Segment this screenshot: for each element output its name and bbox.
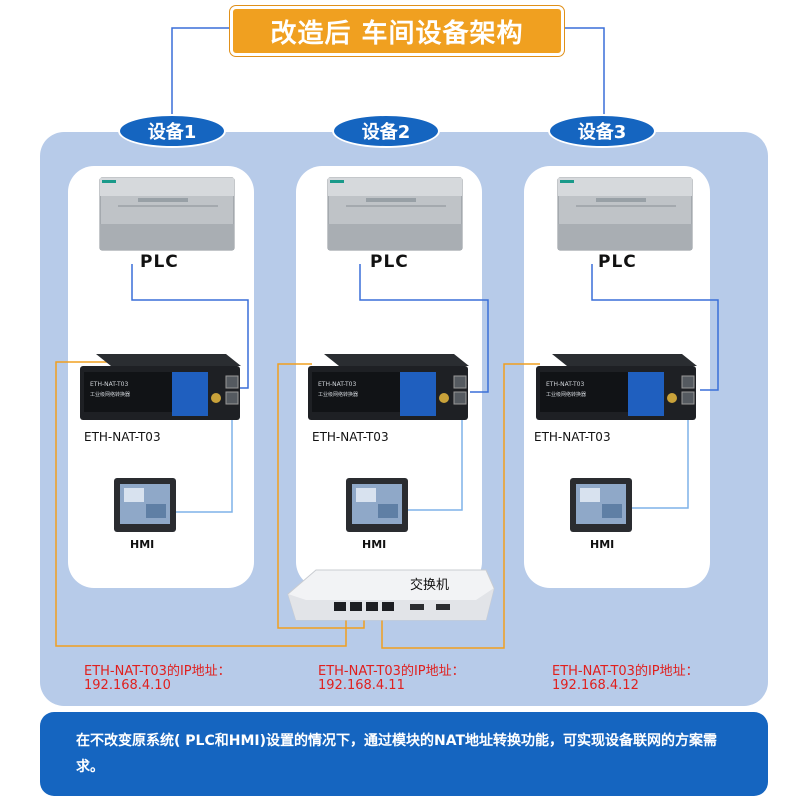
module-face-model: ETH-NAT-T03	[90, 381, 128, 388]
network-switch-image	[287, 569, 495, 621]
module-face-subtitle: 工业级网络转换器	[546, 391, 586, 398]
title-connector-right	[558, 27, 605, 120]
module-label-2: ETH-NAT-T03	[312, 430, 389, 444]
plc-label-1: PLC	[140, 252, 179, 272]
footer-note: 在不改变原系统( PLC和HMI)设置的情况下，通过模块的NAT地址转换功能，可…	[76, 733, 717, 775]
device-pill-2: 设备2	[332, 114, 440, 148]
nat-module-image-3: ETH-NAT-T03 工业级网络转换器	[536, 354, 697, 420]
module-label-3: ETH-NAT-T03	[534, 430, 611, 444]
module-label-1: ETH-NAT-T03	[84, 430, 161, 444]
ip-title-1: ETH-NAT-T03的IP地址：	[84, 664, 231, 679]
module-face-model: ETH-NAT-T03	[546, 381, 584, 388]
ip-title-3: ETH-NAT-T03的IP地址：	[552, 664, 699, 679]
module-face-subtitle: 工业级网络转换器	[90, 391, 130, 398]
hmi-label-3: HMI	[590, 538, 615, 551]
nat-module-image-1: ETH-NAT-T03 工业级网络转换器	[80, 354, 241, 420]
plc-image-1	[99, 177, 235, 251]
footer-note-box: 在不改变原系统( PLC和HMI)设置的情况下，通过模块的NAT地址转换功能，可…	[40, 712, 768, 796]
hmi-image-2	[346, 478, 408, 532]
plc-label-3: PLC	[598, 252, 637, 272]
ip-value-2: 192.168.4.11	[318, 678, 405, 693]
module-face-subtitle: 工业级网络转换器	[318, 391, 358, 398]
nat-module-image-2: ETH-NAT-T03 工业级网络转换器	[308, 354, 469, 420]
ip-title-2: ETH-NAT-T03的IP地址：	[318, 664, 465, 679]
switch-label: 交换机	[410, 578, 450, 593]
diagram-title: 改造后 车间设备架构	[230, 6, 564, 56]
hmi-image-3	[570, 478, 632, 532]
plc-image-3	[557, 177, 693, 251]
hmi-image-1	[114, 478, 176, 532]
plc-image-2	[327, 177, 463, 251]
module-face-model: ETH-NAT-T03	[318, 381, 356, 388]
plc-label-2: PLC	[370, 252, 409, 272]
hmi-label-1: HMI	[130, 538, 155, 551]
device-pill-3: 设备3	[548, 114, 656, 148]
device-pill-1: 设备1	[118, 114, 226, 148]
title-connector-left	[171, 27, 230, 120]
ip-value-1: 192.168.4.10	[84, 678, 171, 693]
ip-value-3: 192.168.4.12	[552, 678, 639, 693]
hmi-label-2: HMI	[362, 538, 387, 551]
